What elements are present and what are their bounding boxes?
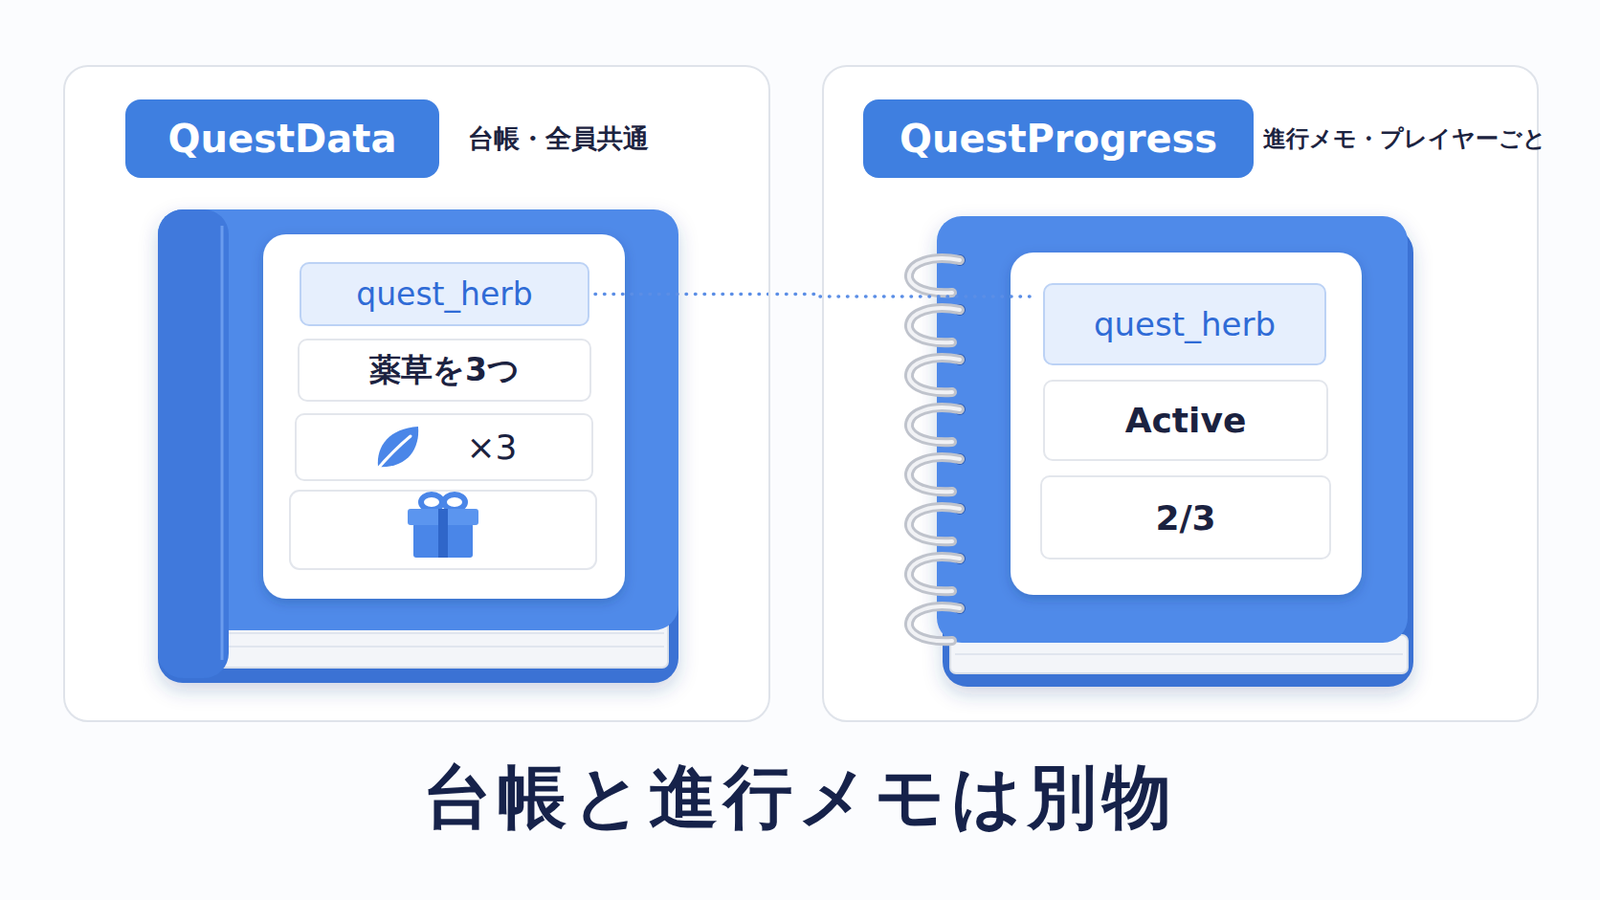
binder-ring xyxy=(909,308,960,343)
ring-highlight xyxy=(909,507,960,542)
field-row: 2/3 xyxy=(1040,475,1332,560)
ledger-card xyxy=(263,234,625,600)
field-row: quest_herb xyxy=(299,262,590,327)
field-row: ×3 xyxy=(294,413,594,482)
field-text: Active xyxy=(1125,400,1247,441)
ledger-book xyxy=(157,209,679,684)
progress-notebook xyxy=(936,216,1414,688)
ring-highlight xyxy=(909,357,960,393)
binder-ring xyxy=(909,407,960,443)
ring-highlight xyxy=(909,606,960,642)
ring-highlight xyxy=(909,556,960,592)
panel-subtitle: 台帳・全員共通 xyxy=(467,121,649,156)
diagram-title: 台帳と進行メモは別物 xyxy=(0,752,1600,845)
binder-ring xyxy=(909,357,960,393)
binder-ring xyxy=(909,258,960,293)
progress-card xyxy=(1010,252,1362,596)
binder-ring xyxy=(909,457,960,492)
ring-highlight xyxy=(909,308,960,343)
panel-subtitle: 進行メモ・プレイヤーごと xyxy=(1263,123,1547,155)
panel-frame: QuestData 台帳・全員共通 quest_herb 薬草を3つ ×3 xyxy=(63,65,771,723)
field-text: quest_herb xyxy=(355,275,534,313)
binder-rings xyxy=(909,254,966,642)
leaf-vein xyxy=(376,436,411,471)
field-row: quest_herb xyxy=(1043,283,1327,366)
class-name-pill: QuestProgress xyxy=(863,99,1254,178)
field-row: Active xyxy=(1043,379,1329,462)
field-text: ×3 xyxy=(466,427,517,467)
binder-ring xyxy=(909,606,960,642)
panel-frame: QuestProgress進行メモ・プレイヤーごとquest_herbActiv… xyxy=(822,65,1539,723)
binder-ring xyxy=(909,507,960,542)
field-text: 薬草を3つ xyxy=(369,349,520,393)
panel-ground xyxy=(822,65,1539,723)
binder-ring xyxy=(909,556,960,592)
ring-highlight xyxy=(909,457,960,492)
reward-row xyxy=(289,490,597,570)
field-text: quest_herb xyxy=(1093,305,1276,344)
class-name-pill: QuestData xyxy=(125,99,440,178)
field-row: 薬草を3つ xyxy=(297,338,592,402)
field-text: 2/3 xyxy=(1155,498,1216,538)
dotted-link xyxy=(595,294,1038,298)
ring-highlight xyxy=(909,258,960,293)
ring-highlight xyxy=(909,407,960,443)
leaf-icon xyxy=(370,421,424,475)
panel-ground xyxy=(63,65,771,723)
gift-icon xyxy=(407,494,479,558)
